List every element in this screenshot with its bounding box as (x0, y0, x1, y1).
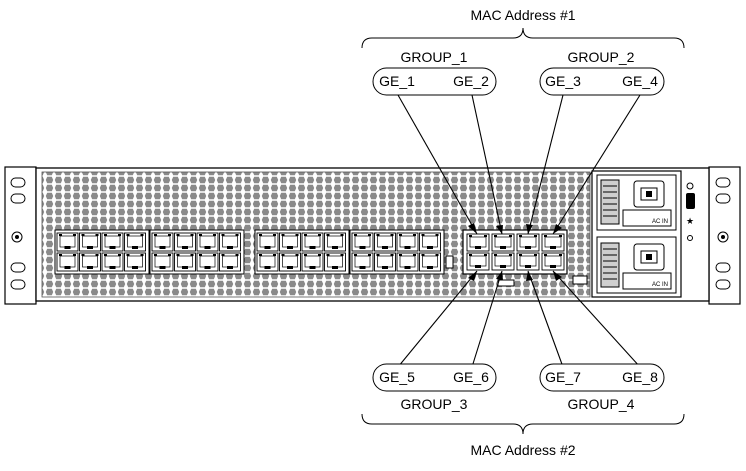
psu-2: AC IN (596, 236, 677, 294)
rj45-port (279, 232, 301, 252)
group-4-pill (539, 363, 665, 392)
leader-ge-7 (527, 270, 564, 368)
mgmt-rj45-port (541, 233, 565, 252)
leader-ge-2 (471, 94, 503, 235)
group-2-pill (539, 67, 665, 96)
psu-1-label: AC IN (652, 219, 668, 225)
psu-2-label: AC IN (652, 282, 668, 288)
mgmt-rj45-port (491, 233, 515, 252)
leader-arrowheads (468, 223, 562, 281)
port-ge-2-label: GE_2 (453, 73, 489, 89)
rj45-port (101, 232, 124, 252)
leader-ge-3 (527, 94, 564, 235)
rj45-port (419, 252, 441, 272)
rj45-port (279, 252, 301, 272)
port-ge-4-label: GE_4 (622, 73, 658, 89)
rj45-port (396, 232, 419, 252)
psu-1-handle (622, 209, 672, 227)
rj45-port (374, 252, 396, 272)
rj45-port (174, 252, 196, 272)
rj45-port (174, 232, 196, 252)
psu-2-handle (622, 272, 672, 290)
star-icon: ★ (686, 216, 694, 226)
port-ge-5-label: GE_5 (379, 369, 415, 385)
rj45-port (374, 232, 396, 252)
rj45-port (101, 252, 124, 272)
rj45-port (324, 232, 346, 252)
port-ge-3-label: GE_3 (545, 73, 581, 89)
rj45-port (151, 252, 174, 272)
leader-ge-8 (552, 270, 641, 368)
rj45-port (324, 252, 346, 272)
port-blocks (54, 229, 445, 275)
group-2-label: GROUP_2 (568, 49, 635, 65)
mac-address-2-brace (361, 413, 685, 435)
mac-address-1-brace (361, 27, 685, 49)
mgmt-ports (466, 233, 565, 271)
rj45-port (301, 252, 324, 272)
leader-lines (397, 94, 641, 368)
group-4-label: GROUP_4 (568, 396, 635, 412)
group-1-pill (372, 67, 497, 96)
mgmt-rj45-port (516, 252, 540, 271)
group-3-label: GROUP_3 (401, 396, 468, 412)
mgmt-rj45-port (466, 233, 490, 252)
rj45-port (196, 232, 219, 252)
mgmt-rj45-port (541, 252, 565, 271)
rj45-port (219, 232, 241, 252)
mac-address-1-label: MAC Address #1 (470, 7, 575, 23)
mgmt-rj45-port (466, 252, 490, 271)
leader-ge-1 (397, 94, 478, 235)
ground-screw-icon (686, 182, 694, 190)
psu-1: AC IN (596, 174, 677, 231)
rj45-port (124, 232, 146, 252)
mac-address-2-label: MAC Address #2 (470, 442, 575, 458)
rj45-port (79, 252, 101, 272)
rj45-port (196, 252, 219, 272)
port-ge-6-label: GE_6 (453, 369, 489, 385)
rj45-port (351, 232, 374, 252)
rj45-port (79, 232, 101, 252)
group-3-pill (372, 363, 497, 392)
rj45-port (419, 232, 441, 252)
rj45-port (56, 232, 79, 252)
mgmt-rj45-port (491, 252, 515, 271)
port-ge-1-label: GE_1 (379, 73, 415, 89)
rj45-port (301, 232, 324, 252)
leader-ge-5 (397, 270, 478, 368)
console-port (572, 275, 588, 285)
rj45-port (219, 252, 241, 272)
rj45-port (351, 252, 374, 272)
power-switch (686, 193, 695, 209)
port-ge-7-label: GE_7 (545, 369, 581, 385)
reset-button (445, 255, 454, 269)
port-ge-8-label: GE_8 (622, 369, 658, 385)
leader-ge-6 (471, 270, 503, 368)
leader-ge-4 (552, 94, 641, 235)
chassis: AC IN AC IN ★ (4, 166, 741, 305)
usb-port (497, 279, 515, 287)
mgmt-rj45-port (516, 233, 540, 252)
rj45-port (396, 252, 419, 272)
group-1-label: GROUP_1 (401, 49, 468, 65)
rj45-port (56, 252, 79, 272)
rj45-port (256, 252, 279, 272)
rj45-port (124, 252, 146, 272)
rj45-port (256, 232, 279, 252)
rj45-port (151, 232, 174, 252)
